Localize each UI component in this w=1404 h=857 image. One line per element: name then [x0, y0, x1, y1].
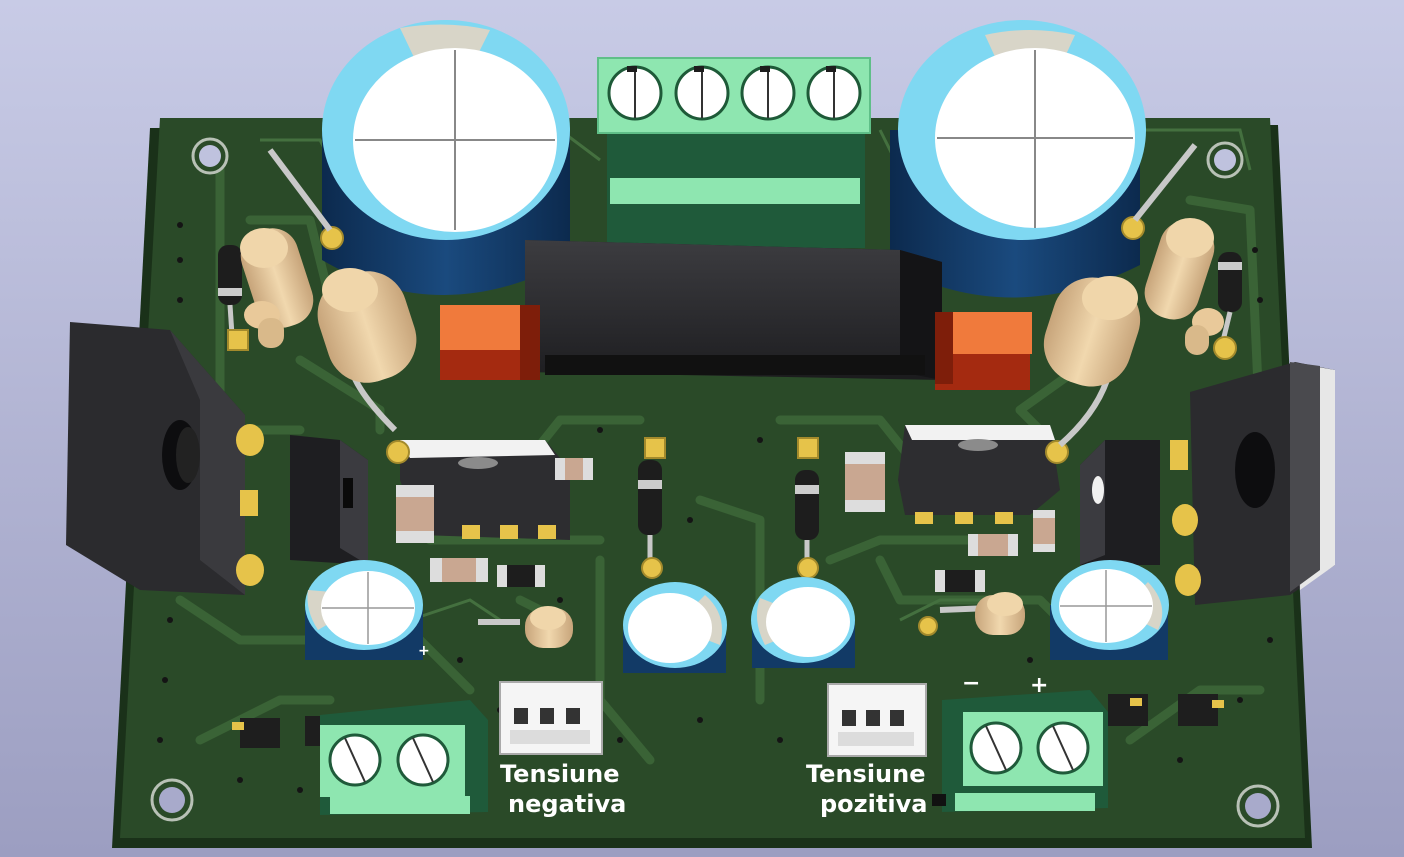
label-cap-plus: + — [418, 643, 430, 659]
regulator-right — [898, 425, 1060, 524]
electrolytic-capacitor-small-1 — [305, 560, 423, 660]
driver-transistor-left — [290, 435, 368, 565]
smd-capacitor-orange-right — [935, 312, 1032, 390]
terminal-block-4pin — [597, 57, 871, 248]
pads-right-transistor — [1170, 440, 1201, 596]
through-hole-pads — [227, 216, 1237, 636]
terminal-block-2pin-right — [932, 690, 1108, 812]
label-tensiune-pozitiva-line2: pozitiva — [820, 790, 927, 818]
electrolytic-capacitor-small-2 — [623, 582, 727, 673]
label-plus: + — [1030, 673, 1048, 698]
smd-capacitor-orange-left — [440, 305, 540, 380]
pads-left-transistor — [236, 424, 264, 586]
label-tensiune-negativa-line1: Tensiune — [500, 760, 620, 788]
driver-transistor-right — [1080, 440, 1160, 565]
label-tensiune-pozitiva-line1: Tensiune — [806, 760, 926, 788]
jst-connector-left — [499, 681, 603, 755]
power-transistor-left — [66, 322, 245, 595]
electrolytic-capacitor-small-4 — [1050, 560, 1169, 660]
jst-connector-right — [827, 683, 927, 757]
label-minus: − — [962, 671, 980, 696]
label-tensiune-negativa-line2: negativa — [508, 790, 626, 818]
power-transistor-right — [1190, 362, 1335, 605]
axial-resistors — [240, 143, 1224, 648]
via-dots — [157, 222, 1273, 793]
smd-resistors — [396, 452, 1055, 592]
central-ic-module — [525, 240, 942, 380]
electrolytic-capacitor-small-3 — [751, 577, 855, 668]
electrolytic-capacitor-large-right — [890, 20, 1146, 298]
terminal-block-2pin-left — [320, 700, 488, 815]
electrolytic-capacitor-large-left — [322, 20, 570, 295]
regulator-left — [400, 440, 570, 540]
mounting-holes — [150, 137, 1280, 828]
